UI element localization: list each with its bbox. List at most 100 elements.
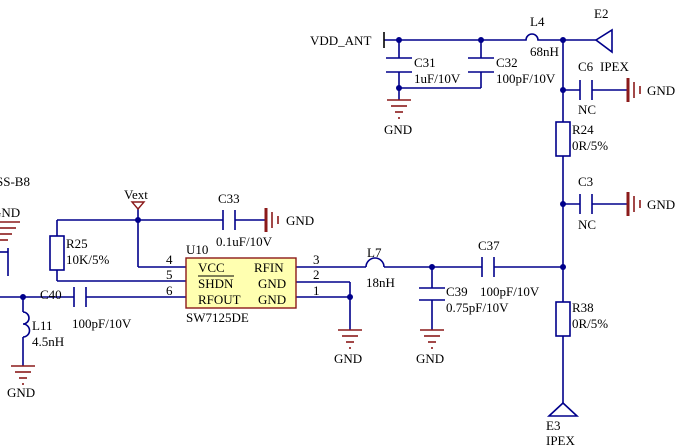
c3-value: NC — [578, 217, 596, 232]
c33-ref: C33 — [218, 191, 240, 206]
r25-body — [49, 235, 65, 271]
resistor-r38: R38 0R/5% — [555, 300, 608, 337]
r24-body — [555, 121, 571, 157]
partial-net-label: SS-B8 — [0, 174, 30, 189]
capacitor-c32: C32 100pF/10V — [468, 55, 556, 86]
c37-value: 100pF/10V — [480, 284, 540, 299]
capacitor-c31: C31 1uF/10V — [386, 55, 461, 86]
u10-pin-num: 5 — [166, 267, 173, 282]
inductor-l7: L7 18nH — [365, 245, 395, 290]
capacitor-c40: C40 100pF/10V — [40, 287, 132, 331]
c40-value: 100pF/10V — [72, 316, 132, 331]
r38-value: 0R/5% — [572, 316, 608, 331]
u10-pin-name-gnd: GND — [258, 292, 286, 307]
r38-body — [555, 301, 571, 337]
r38-ref: R38 — [572, 300, 594, 315]
junction-dot — [560, 87, 566, 93]
vext-port: Vext — [124, 187, 148, 211]
u10-pin-num: 4 — [166, 252, 173, 267]
gnd-symbol-u10: GND — [334, 329, 362, 366]
u10-part: SW7125DE — [186, 310, 249, 325]
left-edge-partial: SS-B8 GND — [0, 174, 30, 241]
vdd-ant-label: VDD_ANT — [310, 33, 371, 48]
junction-dot — [429, 264, 435, 270]
l7-coil — [365, 257, 385, 268]
resistor-r24: R24 0R/5% — [555, 121, 608, 157]
junction-dot — [560, 37, 566, 43]
gnd-symbol-c39: GND — [416, 329, 444, 366]
gnd-symbol-l11: GND — [7, 365, 35, 400]
gnd-symbol-c3: GND — [626, 192, 675, 216]
capacitor-c37: C37 100pF/10V — [478, 238, 540, 299]
junction-dot — [347, 294, 353, 300]
ic-u10: U10 SW7125DE 4 5 6 3 2 1 VCC SHDN RFOUT … — [166, 242, 320, 325]
c31-ref: C31 — [414, 55, 436, 70]
e3-ref: E3 — [546, 418, 560, 433]
resistor-r25: R25 10K/5% — [49, 235, 110, 271]
u10-ref: U10 — [186, 242, 208, 257]
e2-label: IPEX — [600, 59, 630, 74]
r25-ref: R25 — [66, 236, 88, 251]
r24-ref: R24 — [572, 122, 594, 137]
capacitor-c3: C3 NC — [578, 174, 596, 232]
l4-ref: L4 — [530, 14, 545, 29]
gnd-label: GND — [286, 213, 314, 228]
c39-ref: C39 — [446, 284, 468, 299]
l7-ref: L7 — [367, 245, 382, 260]
junction-dot — [396, 85, 402, 91]
l4-coil — [514, 33, 550, 41]
u10-body — [185, 257, 297, 309]
c32-value: 100pF/10V — [496, 71, 556, 86]
u10-pin-name-shdn: SHDN — [198, 276, 234, 291]
junction-dot — [20, 294, 26, 300]
inductor-l11: L11 4.5nH — [22, 311, 64, 349]
l4-value: 68nH — [530, 44, 559, 59]
e2-ref: E2 — [594, 6, 608, 21]
u10-pin-num: 3 — [313, 252, 320, 267]
capacitor-c6: C6 NC — [578, 59, 596, 117]
gnd-label: GND — [0, 205, 20, 220]
antenna-e2: E2 IPEX — [594, 6, 630, 74]
c37-ref: C37 — [478, 238, 500, 253]
gnd-label: GND — [647, 197, 675, 212]
c33-value: 0.1uF/10V — [216, 234, 273, 249]
c40-ref: C40 — [40, 287, 62, 302]
c31-value: 1uF/10V — [414, 71, 461, 86]
u10-pin-name-gnd: GND — [258, 276, 286, 291]
capacitor-c33: C33 0.1uF/10V — [216, 191, 273, 249]
u10-pin-name-rfout: RFOUT — [198, 292, 241, 307]
u10-pin-num: 2 — [313, 267, 320, 282]
antenna-e3: E3 IPEX — [546, 401, 580, 448]
l11-coil — [22, 311, 31, 338]
u10-pin-name-vcc: VCC — [198, 260, 225, 275]
capacitor-c39: C39 0.75pF/10V — [419, 284, 509, 315]
junction-dot — [396, 37, 402, 43]
junction-dot — [560, 264, 566, 270]
vext-port-icon — [130, 201, 146, 211]
c3-ref: C3 — [578, 174, 593, 189]
c32-ref: C32 — [496, 55, 518, 70]
r25-value: 10K/5% — [66, 252, 110, 267]
e3-label: IPEX — [546, 433, 576, 448]
l7-value: 18nH — [366, 275, 395, 290]
gnd-symbol-c33: GND — [264, 208, 314, 232]
u10-pin-num: 6 — [166, 283, 173, 298]
inductor-l4: L4 68nH — [514, 14, 559, 59]
junction-dot — [478, 37, 484, 43]
gnd-label: GND — [384, 122, 412, 137]
gnd-symbol-c6: GND — [626, 78, 675, 102]
l11-ref: L11 — [32, 318, 52, 333]
gnd-label: GND — [647, 83, 675, 98]
u10-pin-num: 1 — [313, 283, 320, 298]
junctions — [20, 37, 566, 300]
c6-ref: C6 — [578, 59, 594, 74]
c39-value: 0.75pF/10V — [446, 300, 509, 315]
c6-value: NC — [578, 102, 596, 117]
gnd-label: GND — [416, 351, 444, 366]
junction-dot — [560, 201, 566, 207]
gnd-symbol-c31: GND — [384, 99, 412, 137]
u10-pin-name-rfin: RFIN — [254, 260, 284, 275]
r24-value: 0R/5% — [572, 138, 608, 153]
e2-antenna-icon — [594, 28, 613, 54]
